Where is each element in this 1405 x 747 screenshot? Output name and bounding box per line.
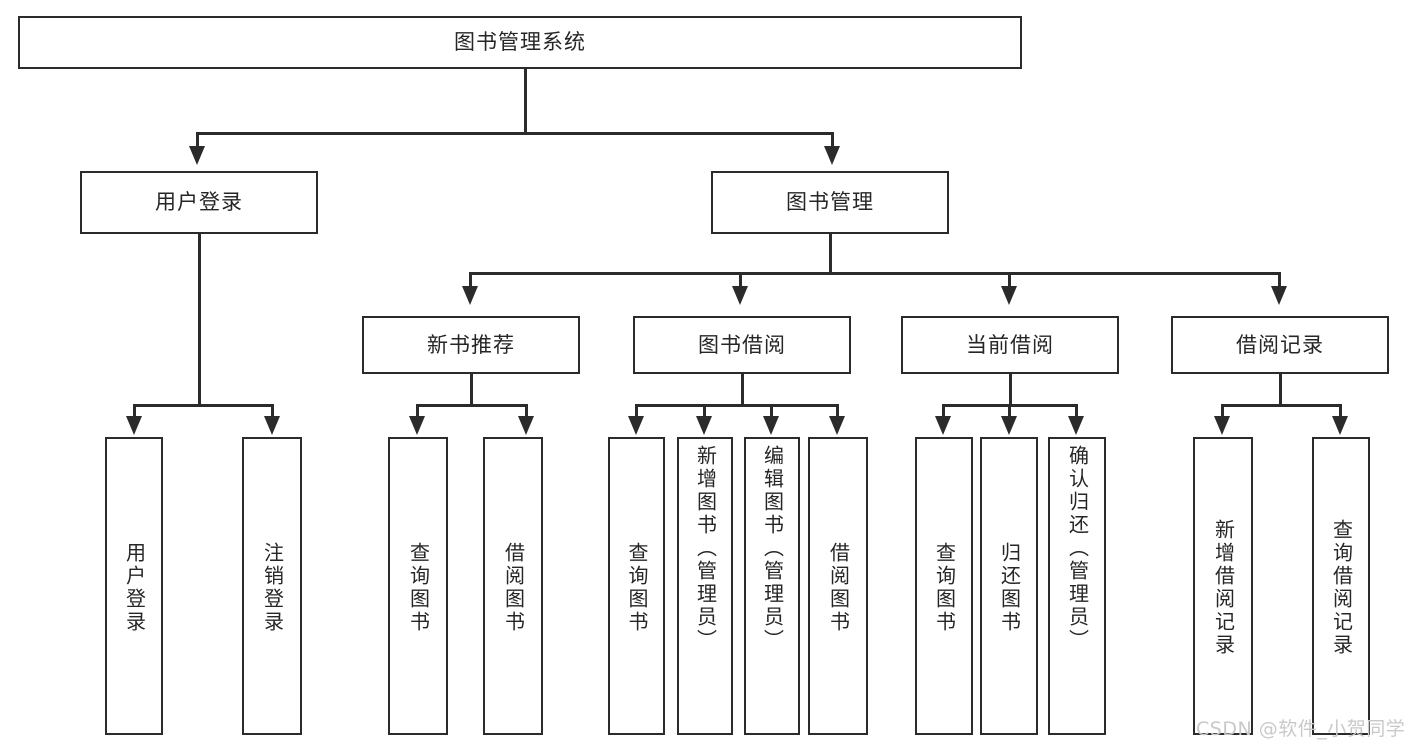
node-label: 用户登录 [122, 542, 147, 634]
node-root-book-management-system[interactable]: 图书管理系统 [18, 16, 1022, 69]
edge-root-to-user-login [196, 132, 199, 148]
edge-current-borrow-to-leaf-1 [942, 404, 945, 418]
arrow-book-borrow-to-leaf-4 [829, 416, 845, 435]
arrow-user-login-to-leaf-2 [264, 416, 280, 435]
edge-book-borrow-to-leaf-4 [836, 404, 839, 418]
arrow-new-book-to-leaf-1 [409, 416, 425, 435]
node-current-borrow[interactable]: 当前借阅 [901, 316, 1119, 374]
edge-new-book-fanbar [416, 404, 527, 407]
node-label: 借阅图书 [826, 542, 851, 634]
edge-user-login-fanbar [133, 404, 273, 407]
leaf-book-borrow-query-book[interactable]: 查询图书 [608, 437, 665, 735]
edge-book-borrow-stem [741, 374, 744, 406]
arrow-root-to-user-login [189, 146, 205, 165]
node-book-management[interactable]: 图书管理 [711, 171, 949, 234]
node-user-login[interactable]: 用户登录 [80, 171, 318, 234]
arrow-book-borrow-to-leaf-1 [628, 416, 644, 435]
node-borrow-record[interactable]: 借阅记录 [1171, 316, 1389, 374]
csdn-watermark: CSDN @软件_小贺同学 [1196, 718, 1405, 740]
edge-new-book-to-leaf-2 [525, 404, 528, 418]
leaf-new-book-query-book[interactable]: 查询图书 [388, 437, 448, 735]
node-label: 查询图书 [406, 542, 431, 634]
edge-root-to-book-management [831, 132, 834, 148]
node-label: 用户登录 [155, 190, 243, 215]
arrow-borrow-record-to-leaf-2 [1332, 416, 1348, 435]
leaf-borrow-record-add-record[interactable]: 新增借阅记录 [1193, 437, 1253, 735]
edge-book-borrow-fanbar [635, 404, 838, 407]
leaf-book-borrow-borrow-book[interactable]: 借阅图书 [808, 437, 868, 735]
arrow-new-book-to-leaf-2 [518, 416, 534, 435]
edge-borrow-record-to-leaf-2 [1339, 404, 1342, 418]
node-label: 借阅图书 [501, 542, 526, 634]
arrow-user-login-to-leaf-1 [126, 416, 142, 435]
leaf-user-login-logout[interactable]: 注销登录 [242, 437, 302, 735]
node-label: 注销登录 [260, 542, 285, 634]
node-label: 借阅记录 [1236, 332, 1324, 357]
edge-bm-to-current-borrow [1008, 272, 1011, 288]
arrow-current-borrow-to-leaf-1 [935, 416, 951, 435]
node-new-book-recommend[interactable]: 新书推荐 [362, 316, 580, 374]
edge-root-fanbar [196, 132, 833, 135]
arrow-current-borrow-to-leaf-2 [1001, 416, 1017, 435]
edge-borrow-record-stem [1279, 374, 1282, 406]
arrow-book-borrow-to-leaf-3 [763, 416, 779, 435]
node-label: 查询图书 [625, 542, 649, 634]
leaf-book-borrow-add-book-admin[interactable]: 新增图书（管理员） [677, 437, 733, 735]
edge-user-login-to-leaf-1 [133, 404, 136, 418]
node-label: 图书管理 [786, 190, 874, 215]
edge-current-borrow-to-leaf-3 [1075, 404, 1078, 418]
edge-new-book-to-leaf-1 [416, 404, 419, 418]
leaf-book-borrow-edit-book-admin[interactable]: 编辑图书（管理员） [744, 437, 800, 735]
node-label: 图书借阅 [698, 332, 786, 357]
edge-book-borrow-to-leaf-3 [770, 404, 773, 418]
node-label: 查询借阅记录 [1329, 519, 1354, 657]
edge-borrow-record-fanbar [1221, 404, 1341, 407]
leaf-user-login-login[interactable]: 用户登录 [105, 437, 163, 735]
node-label: 编辑图书（管理员） [760, 445, 785, 652]
leaf-borrow-record-query-record[interactable]: 查询借阅记录 [1312, 437, 1370, 735]
arrow-root-to-book-management [824, 146, 840, 165]
edge-bm-to-book-borrow [739, 272, 742, 288]
arrow-bm-to-borrow-record [1271, 286, 1287, 305]
arrow-borrow-record-to-leaf-1 [1214, 416, 1230, 435]
node-label: 图书管理系统 [454, 30, 586, 55]
edge-new-book-stem [470, 374, 473, 406]
edge-book-management-stem [829, 234, 832, 274]
node-label: 当前借阅 [966, 332, 1054, 357]
edge-user-login-to-leaf-2 [271, 404, 274, 418]
edge-bm-to-borrow-record [1278, 272, 1281, 288]
arrow-book-borrow-to-leaf-2 [696, 416, 712, 435]
leaf-current-borrow-confirm-return-admin[interactable]: 确认归还（管理员） [1048, 437, 1106, 735]
edge-book-management-fanbar [469, 272, 1281, 275]
edge-user-login-stem [198, 234, 201, 406]
edge-current-borrow-to-leaf-2 [1008, 404, 1011, 418]
leaf-current-borrow-query-book[interactable]: 查询图书 [915, 437, 973, 735]
node-label: 归还图书 [997, 542, 1022, 634]
node-book-borrow[interactable]: 图书借阅 [633, 316, 851, 374]
edge-current-borrow-stem [1009, 374, 1012, 406]
leaf-new-book-borrow-book[interactable]: 借阅图书 [483, 437, 543, 735]
arrow-bm-to-book-borrow [732, 286, 748, 305]
edge-borrow-record-to-leaf-1 [1221, 404, 1224, 418]
node-label: 查询图书 [932, 542, 957, 634]
edge-bm-to-new-book [469, 272, 472, 288]
node-label: 新增借阅记录 [1211, 519, 1236, 657]
edge-book-borrow-to-leaf-2 [703, 404, 706, 418]
node-label: 新增图书（管理员） [693, 445, 718, 652]
edge-root-stem [524, 69, 527, 134]
edge-book-borrow-to-leaf-1 [635, 404, 638, 418]
leaf-current-borrow-return-book[interactable]: 归还图书 [980, 437, 1038, 735]
arrow-bm-to-new-book [462, 286, 478, 305]
arrow-bm-to-current-borrow [1001, 286, 1017, 305]
node-label: 确认归还（管理员） [1065, 445, 1090, 652]
node-label: 新书推荐 [427, 332, 515, 357]
arrow-current-borrow-to-leaf-3 [1068, 416, 1084, 435]
